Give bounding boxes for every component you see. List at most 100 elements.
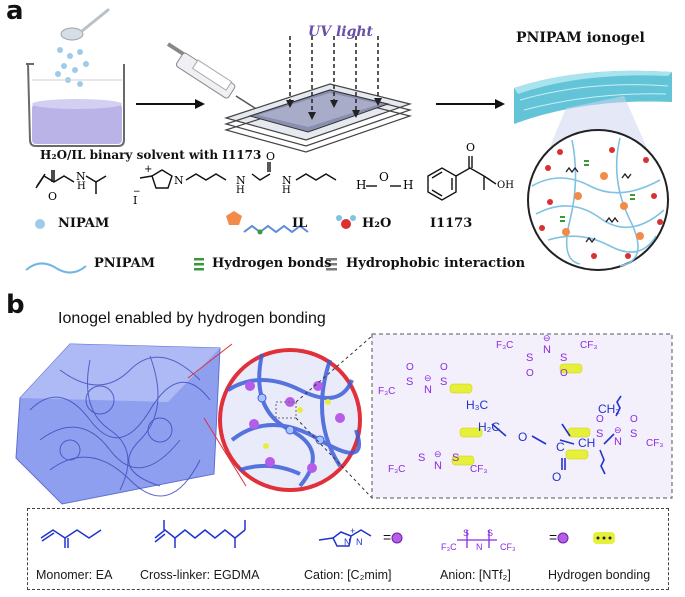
monomer-legend-label: Monomer: EA (36, 568, 113, 582)
anion2-f3c: F₃C (378, 386, 396, 397)
cation-equals-sign: = (383, 529, 392, 545)
carbonyl-o-atom: O (552, 470, 562, 484)
hydrogen-bond-icon (194, 258, 204, 271)
anion3-charge: ⊖ (434, 449, 442, 459)
ether-o-atom: O (518, 430, 528, 444)
ionogel-slab (514, 70, 672, 124)
h2o-molecule-icon (336, 215, 356, 229)
anion2-n: N (424, 384, 432, 396)
ea-skeleton (491, 395, 622, 475)
anion-legend-n: N (476, 542, 483, 552)
chemistry-detail-box (371, 333, 673, 499)
anion1-s1: S (526, 352, 534, 364)
i1173-oh-group: OH (497, 180, 514, 191)
egdma-structure-icon (154, 520, 246, 548)
uv-light-label: UV light (308, 24, 374, 40)
cation-structure-icon (318, 529, 372, 547)
il-chain-icon (226, 211, 309, 235)
il-h2-atom: H (282, 185, 291, 196)
anion-legend-f3c: F₃C (441, 542, 457, 552)
uv-arrows (286, 36, 382, 120)
nipam-dot-icon (35, 219, 45, 229)
anion3-s1: S (418, 452, 426, 464)
i1173-legend-label: I1173 (430, 216, 473, 231)
il-n-atom: N (174, 174, 184, 187)
nipam-n-atom: N (76, 170, 86, 183)
anion3-n: N (434, 460, 442, 472)
il-n1-atom: N (236, 174, 246, 187)
hydrogen-bonds-legend-label: Hydrogen bonds (212, 256, 332, 271)
anion-equals-sign: = (549, 529, 558, 545)
h3c-group: H₃C (466, 398, 489, 412)
syringe-icon (166, 42, 259, 111)
il-legend-label: IL (292, 216, 308, 231)
network-zoom-circle (218, 348, 362, 492)
anion2-o2: O (440, 362, 448, 373)
anion4-o2: O (630, 414, 638, 425)
beaker-icon (26, 63, 125, 147)
anion-structure-icon (457, 530, 497, 548)
nipam-structure (35, 170, 107, 194)
panel-b-graphics (15, 333, 673, 505)
panel-b-letter: b (6, 290, 25, 320)
panel-b-legend-box (27, 508, 669, 590)
nipam-legend-label: NIPAM (58, 216, 110, 231)
ionogel-network-zoom-circle (527, 129, 669, 271)
anion4-n: N (614, 436, 622, 448)
anion-sphere-icon (557, 532, 569, 544)
il-h1-atom: H (236, 185, 245, 196)
ionogel-block (15, 343, 221, 505)
ch2-group: CH₂ (598, 402, 620, 416)
crosslinker-legend-label: Cross-linker: EGDMA (140, 568, 260, 582)
i1173-structure (427, 156, 497, 201)
anion1-o2: O (560, 368, 568, 379)
hydrogen-bonding-legend-label: Hydrogen bonding (548, 568, 651, 582)
anion4-s2: S (630, 428, 638, 440)
ea-structure-icon (40, 529, 102, 548)
anion1-f3c: F₃C (496, 340, 514, 351)
anion-legend-s1: S (463, 528, 470, 538)
panel-b-title: Ionogel enabled by hydrogen bonding (58, 310, 326, 327)
nipam-h-atom: H (77, 181, 86, 192)
anion4-cf3: CF₃ (646, 438, 664, 449)
pnipam-ionogel-label: PNIPAM ionogel (516, 30, 645, 46)
arrow-right-icon (136, 99, 205, 109)
anion1-cf3: CF₃ (580, 340, 598, 351)
anion2-charge: ⊖ (424, 373, 432, 383)
cation-sphere-icon (391, 532, 403, 544)
il-n2-atom: N (282, 174, 292, 187)
cation-n1-atom: N (344, 537, 351, 547)
anion1-n: N (543, 344, 551, 356)
spoon-icon (60, 8, 110, 41)
i1173-o-atom: O (466, 141, 476, 154)
arrow-right-icon (436, 99, 505, 109)
il-iodide-atom: I (133, 194, 138, 207)
anion-legend-cf3: CF₃ (500, 542, 516, 552)
h2c-group: H₂C (478, 420, 500, 434)
anion2-s2: S (440, 376, 448, 388)
legend-graphics (40, 520, 615, 548)
anion4-s1: S (596, 428, 604, 440)
il-o-atom: O (266, 150, 276, 163)
anion3-s2: S (452, 452, 460, 464)
hydrophobic-interaction-icon (326, 258, 337, 271)
cation-n2-atom: N (356, 537, 363, 547)
anion1-charge: ⊖ (543, 333, 551, 343)
h2o-legend-label: H₂O (362, 216, 392, 231)
anion1-o1: O (526, 368, 534, 379)
anion-legend-s2: S (487, 528, 494, 538)
ch-group: CH (578, 436, 596, 450)
anion3-f3c: F₃C (388, 464, 406, 475)
pnipam-chain-icon (25, 262, 87, 274)
cation-plus-charge: + (350, 526, 356, 536)
anion4-o1: O (596, 414, 604, 425)
falling-nipam-particles (55, 47, 89, 87)
anion2-o1: O (406, 362, 414, 373)
water-h1-atom: H (356, 178, 367, 192)
il-plus-charge: + (144, 164, 153, 175)
carbonyl-c-atom: C (556, 440, 565, 454)
hydrogen-bonding-icon (593, 532, 615, 544)
panel-a-letter: a (6, 0, 24, 26)
anion-legend-label: Anion: [NTf₂] (440, 568, 511, 582)
nipam-o-atom: O (48, 190, 58, 203)
